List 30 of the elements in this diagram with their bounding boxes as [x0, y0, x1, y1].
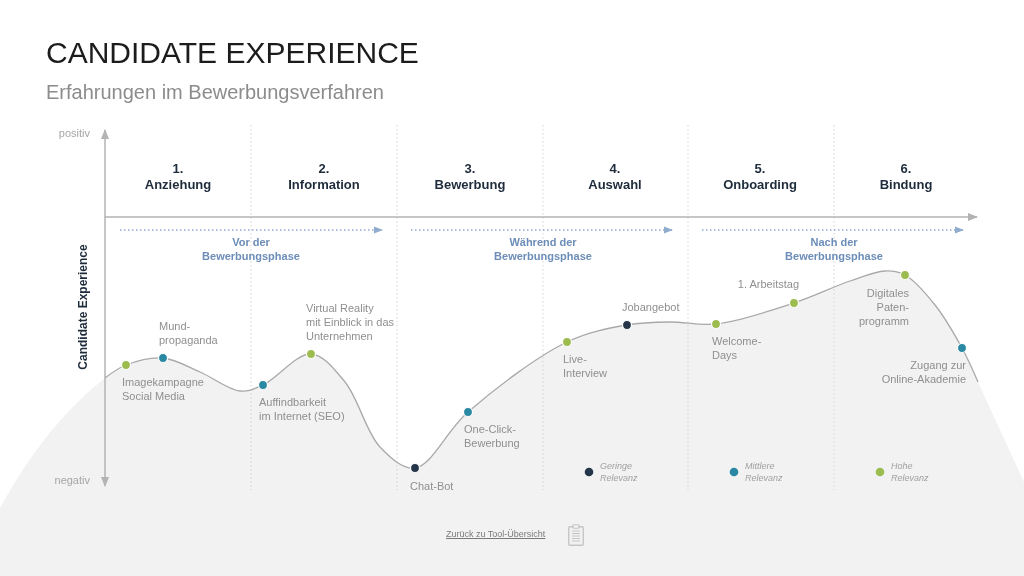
touchpoint-label: Jobangebot	[622, 300, 680, 314]
axis-label: positiv	[58, 126, 90, 140]
touchpoint-label: 1. Arbeitstag	[737, 277, 799, 291]
touchpoint-label: Imagekampagne Social Media	[122, 375, 204, 403]
page-subtitle: Erfahrungen im Bewerbungsverfahren	[46, 80, 384, 104]
phase-group-label: Während der Bewerbungsphase	[494, 235, 592, 263]
legend-label: Hohe Relevanz	[891, 460, 929, 484]
touchpoint-label: Virtual Reality mit Einblick in das Unternehmen	[306, 301, 395, 343]
touchpoint-label: Mund- propaganda	[159, 319, 218, 347]
axis-title: Candidate Experience	[76, 244, 90, 370]
axis-label: negativ	[54, 473, 90, 487]
legend-label: Mittlere Relevanz	[745, 460, 783, 484]
phase-heading: 1. Anziehung	[144, 161, 212, 193]
legend-label: Geringe Relevanz	[600, 460, 638, 484]
touchpoint-label: Live- Interview	[563, 352, 608, 380]
phase-group-label: Vor der Bewerbungsphase	[202, 235, 300, 263]
phase-heading: 5. Onboarding	[723, 161, 797, 193]
phase-heading: 3. Bewerbung	[434, 161, 506, 193]
slide-title: CANDIDATE EXPERIENCE	[46, 35, 419, 71]
touchpoint-label: Zugang zur Online-Akademie	[881, 358, 966, 386]
touchpoint-label: Welcome- Days	[712, 334, 762, 362]
phase-group-label: Nach der Bewerbungsphase	[785, 235, 883, 263]
back-link: Zurück zu Tool-Übersicht	[446, 528, 546, 540]
phase-heading: 2. Information	[288, 161, 360, 193]
phase-heading: 4. Auswahl	[588, 161, 642, 193]
touchpoint-label: One-Click- Bewerbung	[464, 422, 520, 450]
touchpoint-label: Chat-Bot	[410, 479, 454, 493]
touchpoint-label: Auffindbarkeit im Internet (SEO)	[259, 395, 345, 423]
touchpoint-label: Digitales Paten- programm	[858, 286, 909, 328]
phase-heading: 6. Bindung	[879, 161, 933, 193]
